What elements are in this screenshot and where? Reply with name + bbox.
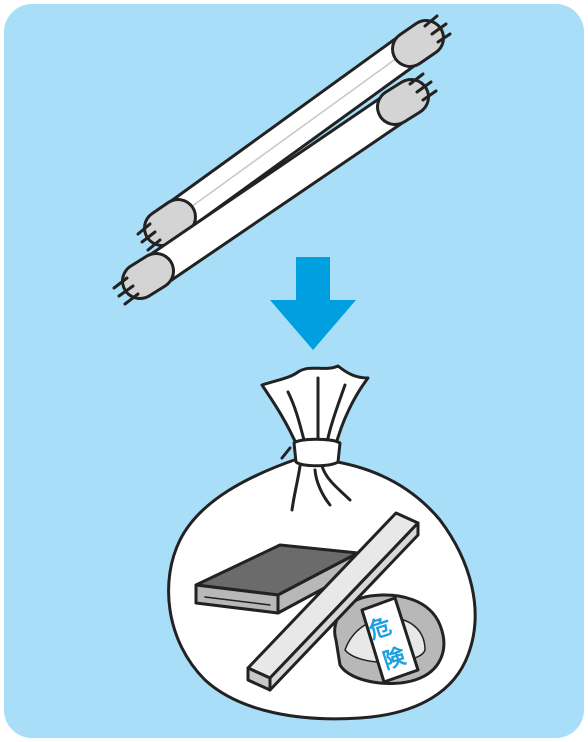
tube-back bbox=[138, 16, 450, 250]
trash-bag-icon bbox=[169, 366, 476, 719]
arrow-down-icon bbox=[270, 257, 356, 350]
bag-top bbox=[262, 366, 368, 448]
fluorescent-tube-icon bbox=[114, 16, 450, 304]
tube-front bbox=[114, 74, 436, 304]
bag-tie bbox=[294, 439, 340, 466]
